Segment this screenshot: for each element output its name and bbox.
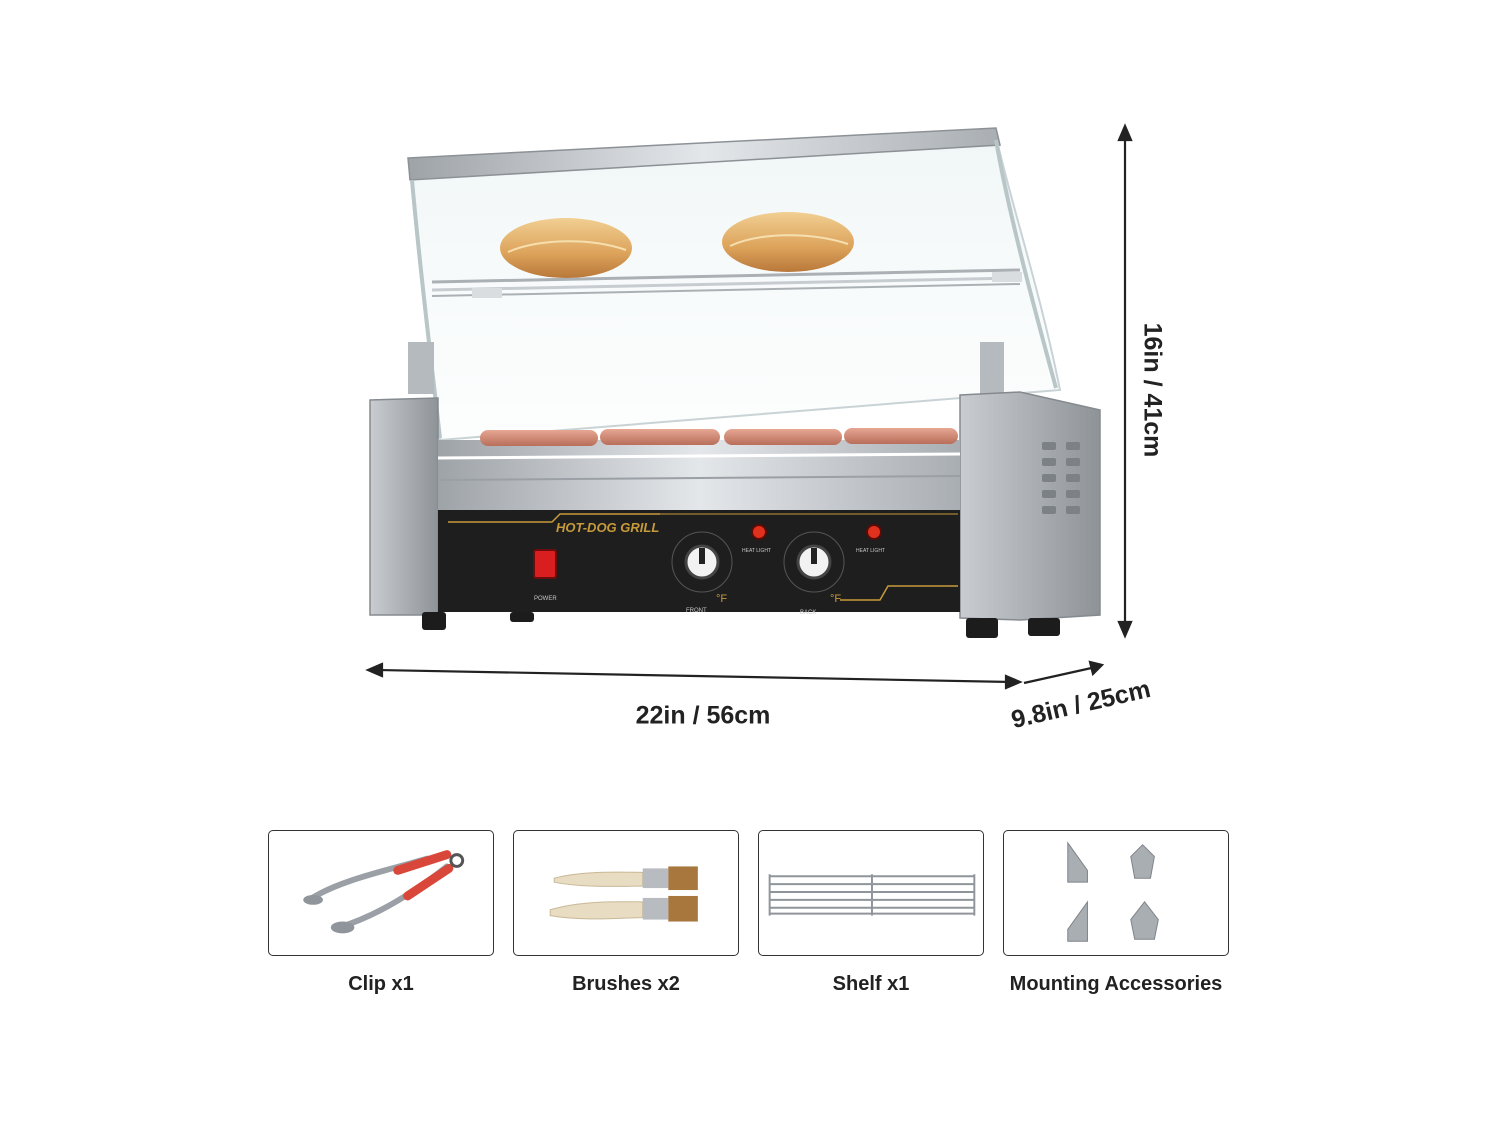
heat-light-front [751,524,767,540]
heat-light-label-back: HEAT LIGHT [856,548,885,554]
upper-shelf [431,268,1022,298]
width-arrow [377,668,1013,684]
sausages [480,428,958,446]
front-dial-ring [671,531,733,593]
width-dimension-label: 22in / 56cm [635,701,771,730]
front-label: FRONT [686,608,707,614]
bun-left [500,218,632,278]
front-unit: °F [716,593,727,605]
shelf-icon [768,874,976,916]
accessory-clip-box [268,830,494,956]
foot [510,612,534,622]
accessory-label: Mounting Accessories [1009,973,1223,995]
dimension-arrows [365,123,1133,690]
accessory-label: Brushes x2 [572,973,680,995]
foot [422,612,446,630]
accessory-mounting-box [1003,830,1229,956]
back-dial-ring [783,531,845,593]
bun-right [722,212,854,272]
foot [1028,618,1060,636]
tongs-icon [303,850,465,934]
power-switch[interactable] [533,549,557,579]
heat-light-label-front: HEAT LIGHT [742,548,771,554]
height-dimension-label: 16in / 41cm [1138,322,1167,458]
power-label: POWER [534,596,557,602]
rollers [438,440,960,510]
top-bar [407,127,1001,181]
right-housing [959,391,1101,621]
back-label: BACK [800,610,816,616]
brushes-icon [549,866,698,922]
accessory-shelf-box [758,830,984,956]
side-vents [1042,442,1080,514]
foot [966,618,998,638]
accessory-brushes-box [513,830,739,956]
depth-arrow [1023,665,1097,685]
brackets-icon [1067,841,1159,942]
heat-light-back [866,524,882,540]
back-unit: °F [830,593,841,605]
accessory-label: Shelf x1 [832,973,910,995]
accessory-label: Clip x1 [348,973,414,995]
brand-text: HOT-DOG GRILL [556,520,659,535]
hot-dog-grill-illustration: HOT-DOG GRILL POWER FRONT °F BACK °F HEA… [369,127,1101,638]
